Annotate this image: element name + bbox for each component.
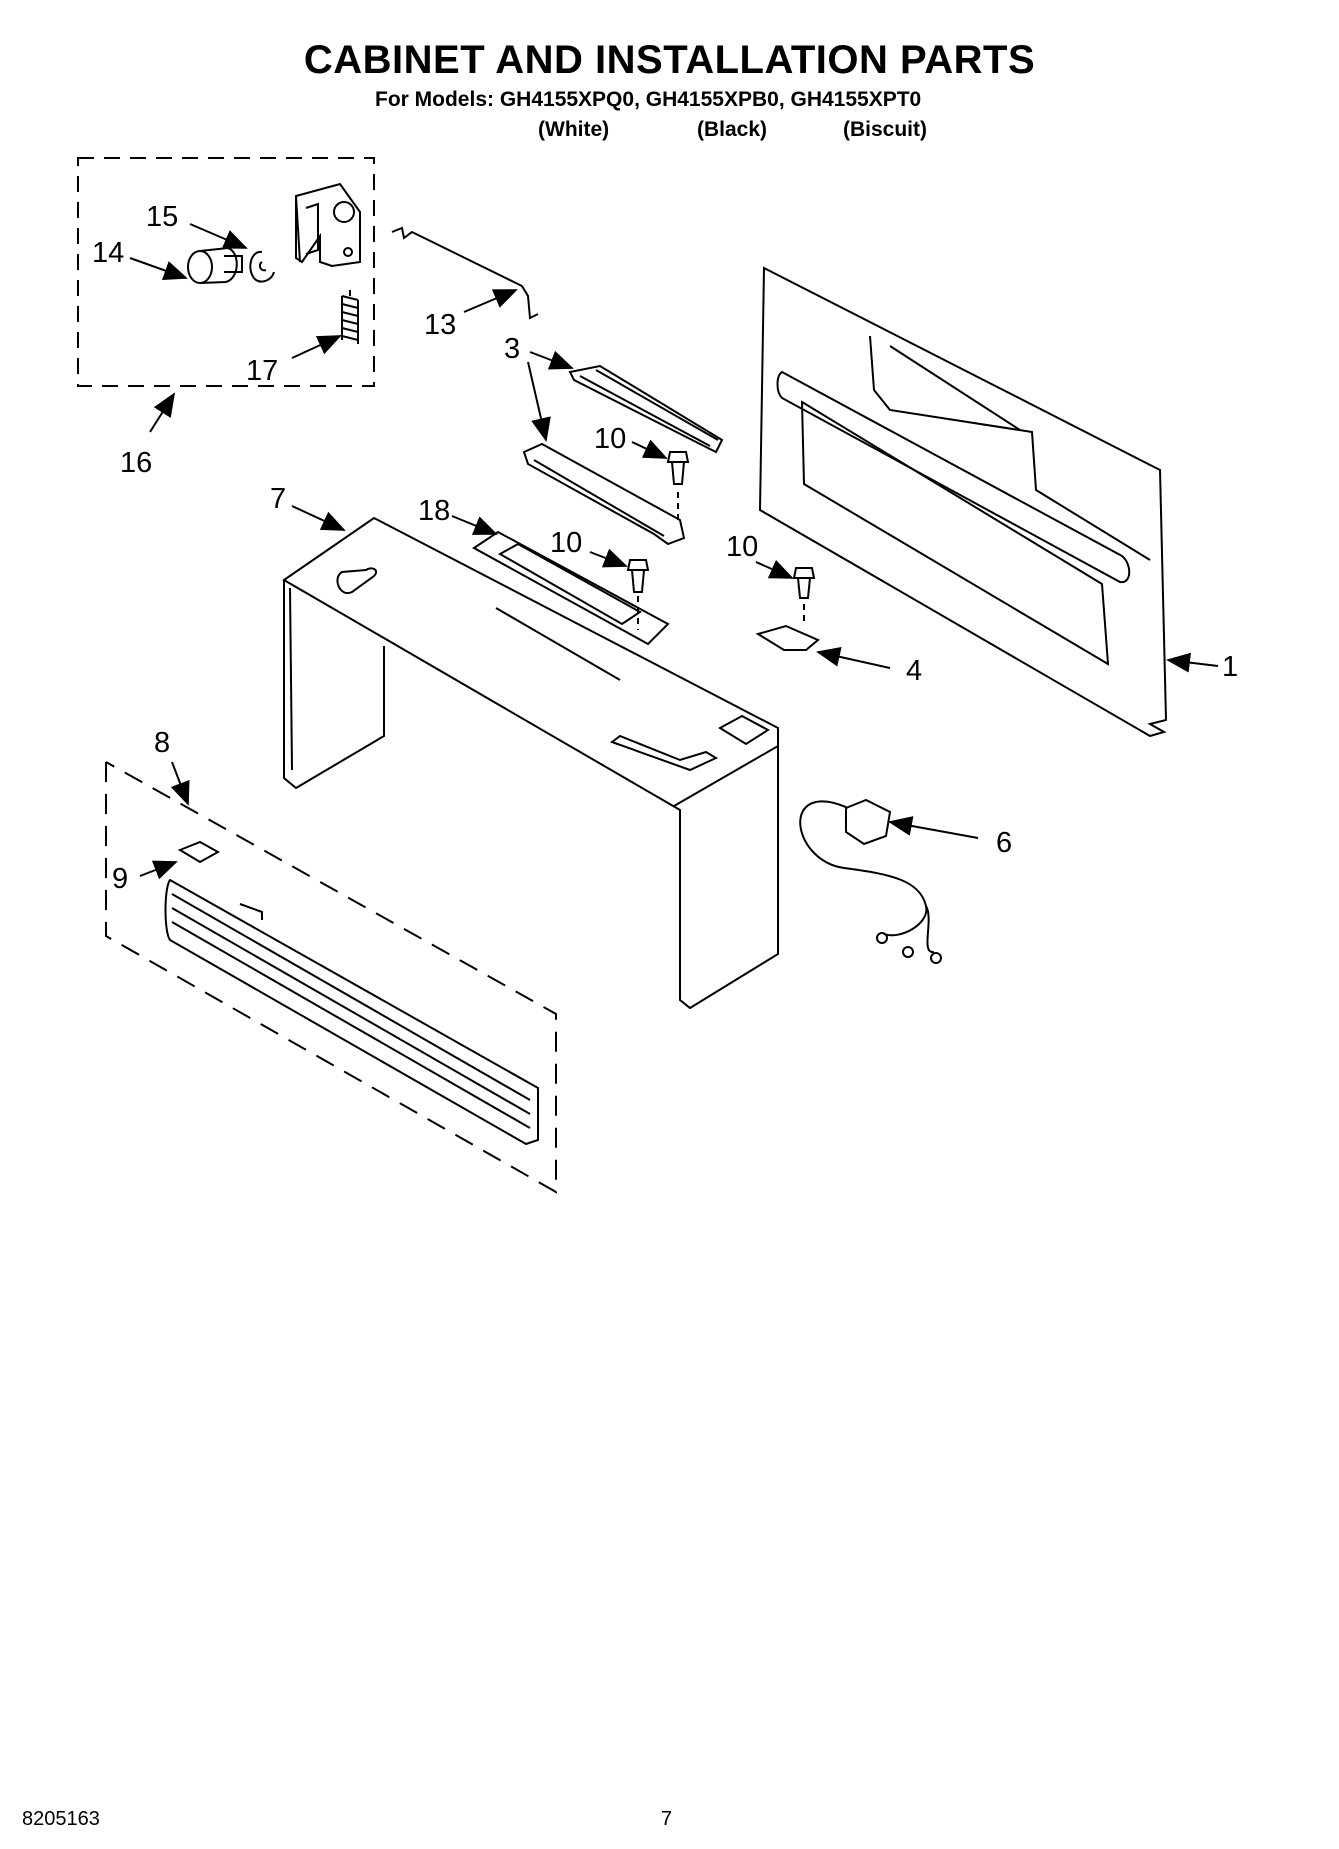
- grille-dashed-box: [105, 761, 557, 1194]
- leader-10a: [631, 439, 668, 459]
- duct-bracket-lower: [522, 442, 686, 546]
- callout-18: 18: [418, 495, 450, 527]
- callout-7: 7: [270, 483, 286, 515]
- leader-7: [291, 505, 346, 531]
- rod-part: [391, 226, 539, 320]
- callout-15: 15: [146, 201, 178, 233]
- leader-8: [170, 761, 190, 806]
- callout-8: 8: [154, 727, 170, 759]
- leader-15: [189, 223, 248, 249]
- leader-1: [1166, 652, 1219, 673]
- leader-17: [291, 335, 342, 359]
- callout-16: 16: [120, 447, 152, 479]
- callout-1: 1: [1222, 651, 1238, 683]
- knob-part: [187, 247, 243, 284]
- mounting-plate: [758, 266, 1168, 738]
- callout-10a: 10: [594, 423, 626, 455]
- cabinet-body: [282, 516, 779, 1010]
- color-black: (Black): [697, 118, 768, 141]
- leader-3a: [529, 350, 574, 370]
- screw-2: [626, 559, 650, 630]
- small-bracket: [755, 624, 820, 651]
- leader-9: [139, 860, 178, 880]
- leader-10b: [589, 548, 628, 568]
- callout-14: 14: [92, 237, 124, 269]
- callout-17: 17: [246, 355, 278, 387]
- callout-4: 4: [906, 655, 922, 687]
- document-code: 8205163: [22, 1808, 100, 1830]
- callout-9: 9: [112, 863, 128, 895]
- callout-13: 13: [424, 309, 456, 341]
- page-title: CABINET AND INSTALLATION PARTS: [303, 38, 1036, 82]
- leader-3b: [527, 361, 551, 442]
- screw-3: [792, 567, 816, 624]
- leader-13: [463, 289, 518, 313]
- color-biscuit: (Biscuit): [843, 118, 927, 141]
- grille-tab: [177, 840, 221, 864]
- retaining-clip: [249, 250, 275, 283]
- callout-10c: 10: [726, 531, 758, 563]
- callout-10b: 10: [550, 527, 582, 559]
- top-mount-plate: [472, 530, 670, 646]
- models-line: For Models: GH4155XPQ0, GH4155XPB0, GH41…: [375, 88, 922, 111]
- color-white: (White): [538, 118, 610, 141]
- callout-3: 3: [504, 333, 520, 365]
- leader-18: [451, 515, 498, 535]
- vent-grille: [164, 878, 539, 1146]
- duct-bracket-upper: [568, 364, 724, 454]
- wire-harness: [799, 798, 942, 964]
- leader-14: [129, 257, 188, 281]
- leader-16: [149, 392, 176, 433]
- leader-10c: [755, 559, 794, 579]
- screw-1: [666, 451, 690, 524]
- callout-6: 6: [996, 827, 1012, 859]
- leader-6: [888, 816, 979, 839]
- page-number: 7: [661, 1808, 673, 1830]
- leader-4: [816, 647, 891, 669]
- spring-part: [341, 290, 359, 344]
- hinge-bracket: [295, 182, 361, 268]
